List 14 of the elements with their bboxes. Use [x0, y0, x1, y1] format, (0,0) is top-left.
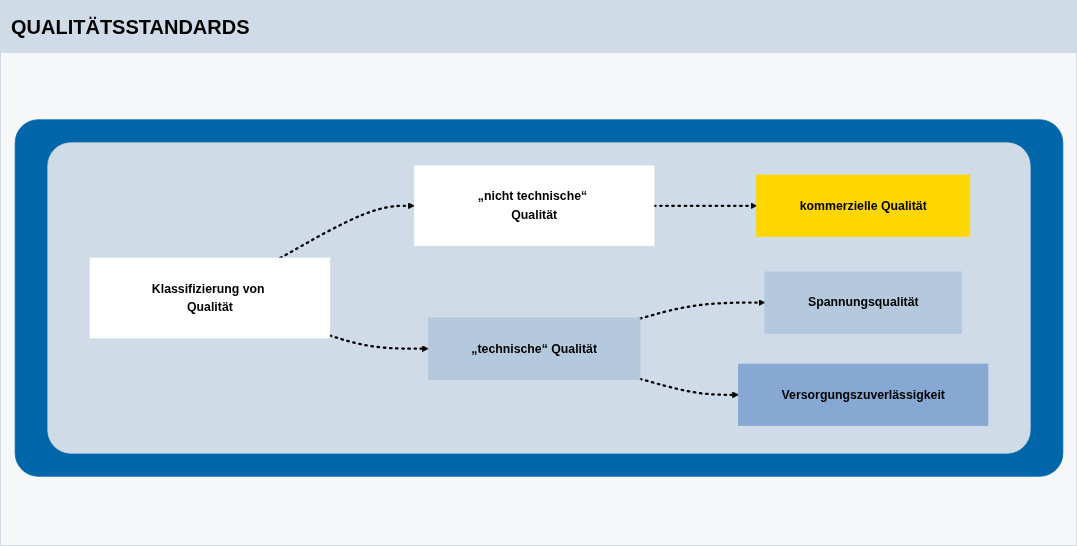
arrow	[278, 202, 415, 260]
title: QUALITÄTSSTANDARDS	[1, 1, 1076, 53]
node-box: Versorgungszuverlässigkeit	[737, 363, 988, 426]
cluster	[14, 119, 1063, 477]
node-box: kommerzielle Qualität	[755, 174, 970, 237]
node-box: „nicht technische“ Qualität	[413, 165, 654, 247]
node-box: Spannungsqualität	[764, 271, 962, 334]
arrow	[638, 377, 739, 399]
arrow	[328, 334, 429, 353]
arrow	[652, 202, 757, 210]
cluster	[46, 142, 1031, 454]
arrow	[638, 299, 765, 320]
node-box: Klassifizierung von Qualität	[89, 257, 330, 339]
node-box: „technische“ Qualität	[427, 317, 640, 380]
